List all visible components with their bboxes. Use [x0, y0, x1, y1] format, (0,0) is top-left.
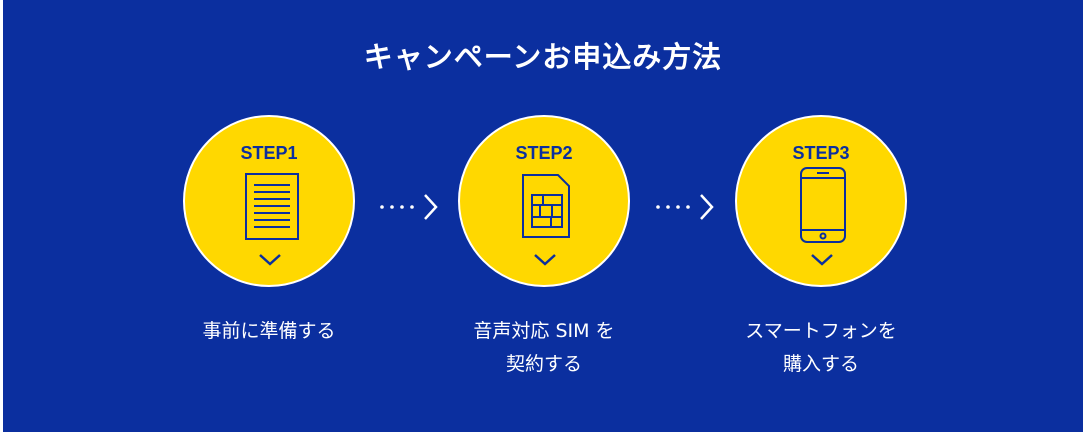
step2-label: STEP2: [515, 143, 573, 163]
chevron-down-icon: [259, 254, 281, 266]
step1-caption: 事前に準備する: [149, 315, 389, 348]
chevron-down-icon: [811, 254, 833, 266]
smartphone-icon: [800, 167, 846, 243]
step1-label: STEP1: [240, 143, 298, 163]
step1-caption-line1: 事前に準備する: [202, 320, 336, 342]
step3-caption-line2: 購入する: [782, 353, 859, 375]
arrow-right-icon: [656, 194, 714, 220]
step3-label: STEP3: [792, 143, 850, 163]
step2-circle: STEP2: [458, 115, 630, 287]
page-title: キャンペーンお申込み方法: [363, 40, 723, 74]
step1-circle: STEP1: [183, 115, 355, 287]
document-icon: [245, 173, 299, 240]
chevron-down-icon: [534, 254, 556, 266]
sim-card-icon: [522, 174, 570, 238]
step2-caption-line1: 音声対応 SIM を: [473, 320, 615, 342]
step3-caption-line1: スマートフォンを: [745, 320, 897, 342]
arrow-right-icon: [380, 194, 438, 220]
campaign-panel: キャンペーンお申込み方法 STEP1 STEP2: [3, 0, 1083, 432]
step2-caption-line2: 契約する: [505, 353, 582, 375]
step3-circle: STEP3: [735, 115, 907, 287]
step3-caption: スマートフォンを 購入する: [701, 315, 941, 381]
step2-caption: 音声対応 SIM を 契約する: [424, 315, 664, 381]
